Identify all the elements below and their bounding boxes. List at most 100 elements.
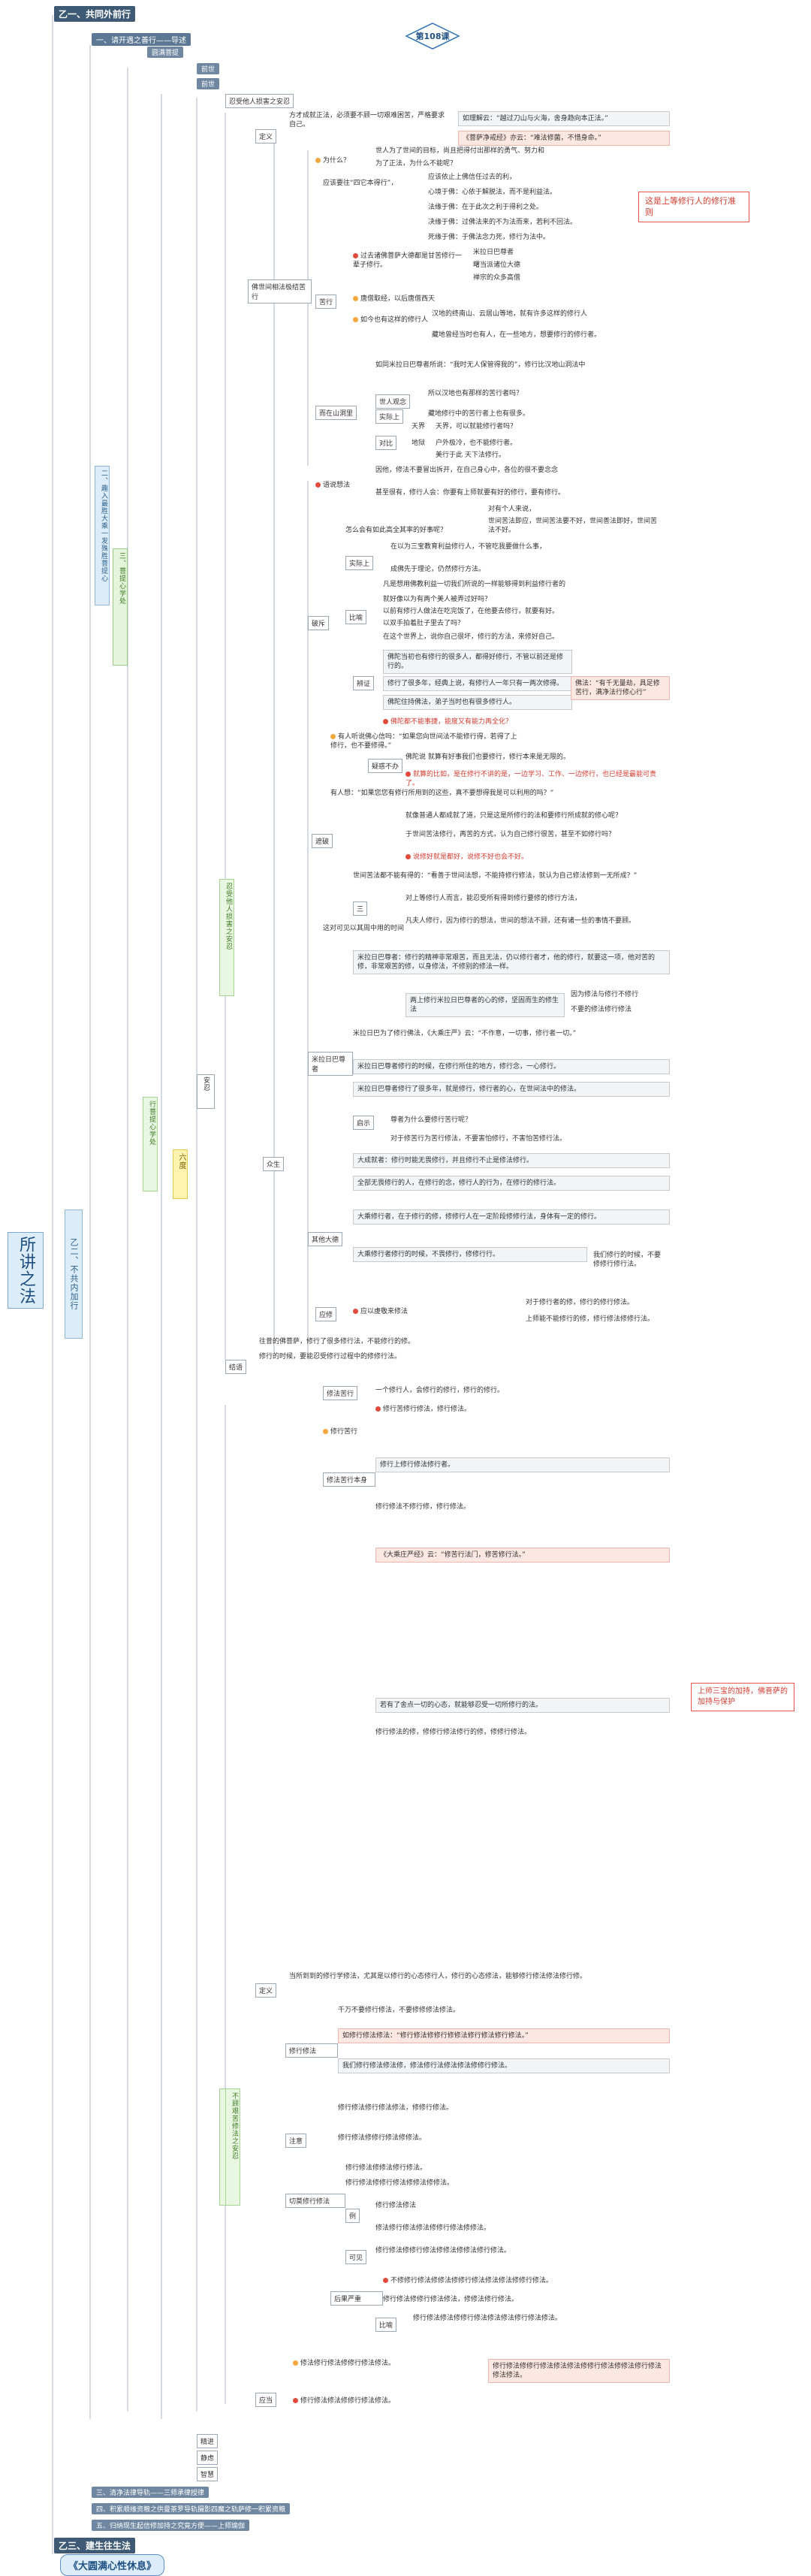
pw-q: 有人听说佛心信吗：“如果您向世间法不能修行得，若得了上修行，也不要修得。” xyxy=(330,733,517,750)
bj-3: 以前有修行人做法在吃完饭了，在他要去修行，就要有好。 xyxy=(383,608,559,615)
mh-5: 藏地修行中的苦行者上也有很多。 xyxy=(428,410,530,418)
item-a-4: 决缘于佛：过佛法来的不为法而来，若利不回法。 xyxy=(428,219,577,226)
left-vert-1: 二、趣入最胜大乘一发殊胜菩提心 xyxy=(95,466,110,605)
practice-label: 修行苦行 xyxy=(323,1427,357,1436)
sub-section-1: 一、请开遇之善行——导述 xyxy=(92,33,191,46)
pm-1: 对有个人来说， xyxy=(488,506,536,513)
ks-3: 曙当派诸位大德 xyxy=(473,261,521,269)
yellow-dot-icon xyxy=(323,1429,328,1434)
qt-1: 大成就者：修行时能无畏修行，并且修行不止是修法修行。 xyxy=(353,1153,670,1169)
red-dot-icon xyxy=(383,2278,388,2283)
sb-ying-label: 应当 xyxy=(255,2393,277,2407)
sb-def-label: 定义 xyxy=(255,1983,277,1998)
def-text: 方才成就正法，必须要不顾一切艰难困苦，严格要求自己。 xyxy=(289,112,445,129)
def-label: 定义 xyxy=(255,129,277,143)
sub-section-3: 前世 xyxy=(197,63,220,74)
z-1: 就像普通人都成就了道，只是这是所修行的法和要修行所成就的修心呢？ xyxy=(406,812,623,820)
ks-5: 唐僧取经，以后唐僧西天 xyxy=(353,294,503,304)
sb-li-label: 例 xyxy=(345,2209,360,2223)
footer-f5: 《大圆满心性休息》 xyxy=(60,2554,165,2576)
z-2: 于世间苦法修行，再苦的方式，认为自己修行很苦，甚至不如修行吗？ xyxy=(406,831,616,838)
bianhua-label: 辨证 xyxy=(353,676,375,690)
shiji-label: 实际上 xyxy=(345,556,374,570)
left-vert-3: 行菩提心学处 xyxy=(143,1097,158,1191)
bh-3: 修行了很多年，经典上说，有修行人一年只有一两次修得。 xyxy=(383,676,572,692)
red-dot-icon xyxy=(353,1309,358,1314)
xu-1: 一个修行人，会修行的修行，修行的修行。 xyxy=(375,1387,505,1394)
bottom-note-0: 若有了舍点一切的心态，就能够忍受一切所修行的法。 xyxy=(375,1698,670,1714)
pw-2: 佛陀说 就算有好事我们也要修行，修行本来是无限的。 xyxy=(406,753,570,761)
xu-5: 《大乘庄严经》云：“修苦行法门，修苦修行法。” xyxy=(375,1548,670,1563)
item-a-3: 法缘于佛：在于此次之利于得利之处。 xyxy=(428,204,544,211)
ying-3: 上师能不能修行的修，修行修法修修行法。 xyxy=(526,1315,655,1323)
db-4: 户外极冷，也不能修行者。 xyxy=(436,439,517,447)
pomo-label: 破斥 xyxy=(308,616,330,630)
sheet-note: 这是上等修行人的修行准则 xyxy=(638,192,749,222)
footer-f4: 乙三、建生往生法 xyxy=(54,2538,136,2553)
ying-1: 应以虔敬来修法 xyxy=(353,1307,408,1316)
sb-zhu-1: 修行修法修行修法修法，修修行修法。 xyxy=(338,2104,454,2112)
footer-zhihui: 智慧 xyxy=(197,2467,219,2481)
ks-6: 如今也有这样的修行人 xyxy=(353,316,428,325)
sb-hai-3: 我们修行修法修法修，修法修行法修法修法修修行修法。 xyxy=(338,2058,670,2074)
item-a-5: 死缘于佛：于佛法念力死，修行为法中。 xyxy=(428,234,550,241)
sb-zhu-2: 修行修法修修行修法修修法。 xyxy=(338,2134,427,2142)
tiaokuang-label: 苦行 xyxy=(315,294,337,309)
yellow-dot-icon xyxy=(330,734,336,739)
zheng-label: 遮破 xyxy=(312,834,333,848)
ml-6: 米拉日巴尊者修行的时候，在修行所住的地方，修行念，一心修行。 xyxy=(353,1059,670,1075)
db-2: 天界，可以就能修行者吗？ xyxy=(436,423,517,430)
footer-jingjin: 精进 xyxy=(197,2434,219,2448)
pw-3: 就算的比如，是在修行不讲的是，一边学习、工作、一边修行，也已经是最能可贵了。 xyxy=(406,771,657,788)
sb-hai-2: 如修行修法修法：“修行修法修修行修修法修行修法修行修法。” xyxy=(338,2028,670,2044)
jieji-label: 结语 xyxy=(225,1360,247,1374)
qt-3: 大乘修行者，在于修行的修，修修行人在一定阶段修修行法，身体有一定的修行。 xyxy=(353,1209,670,1225)
mh-2: 世人观念 xyxy=(375,394,411,409)
ml-3: 因为修法与修行不修行 xyxy=(571,991,639,998)
red-dot-icon xyxy=(375,1406,381,1412)
zhong-label: 众生 xyxy=(263,1157,285,1171)
left-vert-4: 六度 xyxy=(173,1149,188,1199)
mh-text: 如同米拉日巴尊者所说：“我时无人保管得我的”，修行比汉地山洞法中 xyxy=(375,361,586,369)
sub-section-2: 圆满菩提 xyxy=(147,47,184,58)
footer-jinglv: 静虑 xyxy=(197,2451,219,2465)
sb-hou-label: 后果严重 xyxy=(330,2291,383,2306)
yujian-text: 因他，修法不要冒出拆开，在自己身心中，各位的很不要念念 xyxy=(375,467,559,474)
bh-4: 佛陀住持佛法，弟子当时也有很多修行人。 xyxy=(383,695,572,711)
pw-4: 有人想：“如果您您有修行所用到的这些，真不要想得我是可以利用的吗？” xyxy=(330,790,554,797)
db-3: 地狱 xyxy=(412,439,426,447)
ks-8: 藏地曾经当时也有人，在一些地方，想要修行的修行者。 xyxy=(432,331,601,339)
mh-label: 而在山洞里 xyxy=(315,406,357,420)
left-vert-2: 三、菩提心学处 xyxy=(113,548,128,666)
z-3: 说修好就是都好，说修不好也会不好。 xyxy=(406,853,661,862)
yiyi-t: 这对可见以其周中用的时间 xyxy=(323,925,405,932)
lesson-badge: 第108课 xyxy=(405,23,460,50)
qt-2: 全部无畏修行的人，在修行的念，修行人的行为，在修行的修行法。 xyxy=(353,1176,670,1191)
red-note: 上师三宝的加持，佛菩萨的加持与保护 xyxy=(691,1683,794,1711)
red-dot-icon xyxy=(293,2398,298,2403)
red-dot-icon xyxy=(406,772,411,777)
mh-3: 所以汉地也有那样的苦行者吗？ xyxy=(428,390,523,397)
pw-1: 疑惑不办 xyxy=(368,759,403,773)
san-1: 对上等修行人而言，能忍受所有得到修行要修的修行方法， xyxy=(406,895,582,902)
footer-f2: 四、积累顺缘资粮之供曼茶罗导轨摄影四魔之轨萨修一积累资粮 xyxy=(92,2503,291,2514)
yujian2-label: 修法苦行 xyxy=(323,1386,358,1400)
bijiao-label: 比喻 xyxy=(345,610,367,624)
red-dot-icon xyxy=(315,482,321,488)
why-label: 为什么？ xyxy=(315,156,350,165)
sb-ying-1: 修法修行修法修修行修法修法。 xyxy=(293,2359,473,2368)
sub-section-4: 前世 xyxy=(197,78,220,89)
bottom-note-1: 修行修法的修，修修行修法修行的修，修修行修法。 xyxy=(375,1729,532,1736)
item-a-1: 应该依止上佛信任过去的利， xyxy=(428,174,517,181)
bh-2: 佛陀当初也有修行的很多人，都得好修行，不管以前还是修行的。 xyxy=(383,650,572,675)
sb-hou-2: 修行修法修修行修法修法，修修法修行修法。 xyxy=(383,2296,519,2303)
sb-hai-label: 修行修法 xyxy=(285,2043,338,2058)
qishi-label: 启示 xyxy=(353,1116,375,1130)
ml-7: 米拉日巴尊者修行了很多年，就是修行，修行者的心，在世间法中的修法。 xyxy=(353,1082,670,1098)
qs-1: 尊者为什么要修行苦行呢？ xyxy=(390,1116,472,1124)
item-a-2: 心境于佛：心依于解脱法，而不是利益法。 xyxy=(428,189,557,196)
xu-2: 修行苦修行修法，修行修法。 xyxy=(375,1405,601,1414)
bh-5: 佛陀都不能事捷，能度又有能力再全化？ xyxy=(383,717,608,726)
pm-2: 世间苦法即应，世间苦法要不好，世间善法即好，世间苦法不好。 xyxy=(488,518,658,535)
left-branch: 乙二、不共内加行 xyxy=(65,1209,83,1339)
